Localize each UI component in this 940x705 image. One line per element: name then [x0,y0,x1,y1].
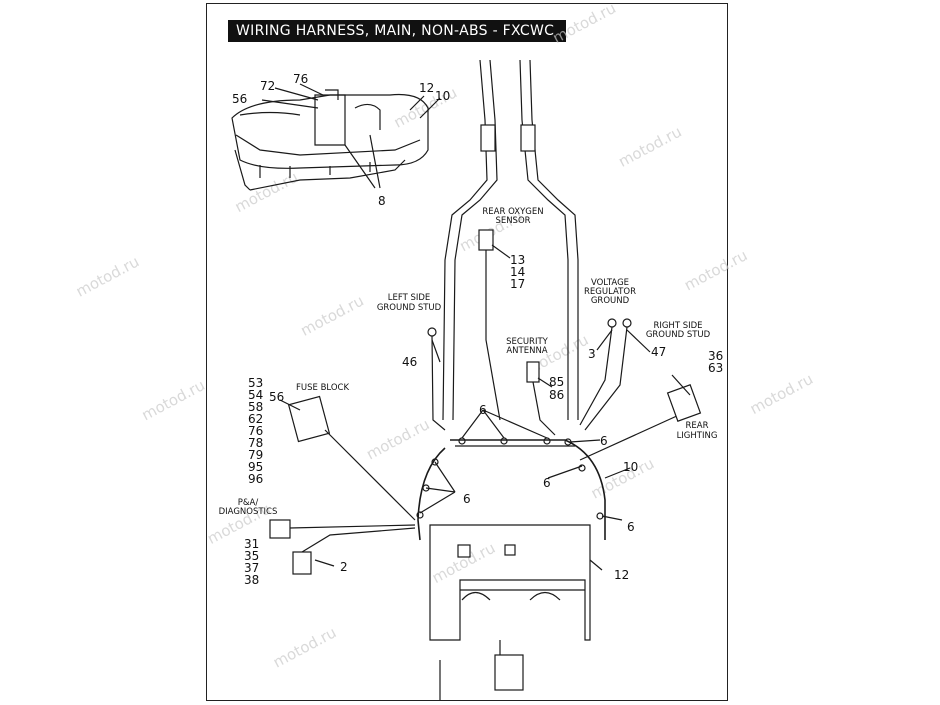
label-voltage-regulator-3: GROUND [591,296,630,306]
label-rear-lighting-1: REAR [686,421,709,431]
callout-38: 38 [244,573,259,587]
callout-6c: 6 [463,492,471,506]
label-security-antenna-2: ANTENNA [506,346,547,356]
label-rear-oxygen-sensor-1: REAR OXYGEN [482,207,543,217]
watermark: motod.ru [747,370,816,418]
callout-56b: 56 [269,390,284,404]
callout-46: 46 [402,355,417,369]
label-right-ground-1: RIGHT SIDE [653,321,702,331]
callout-54: 54 [248,388,263,402]
callout-6e: 6 [627,520,635,534]
callout-8: 8 [378,194,386,208]
callout-6d: 6 [543,476,551,490]
callouts: 72 76 56 12 10 8 13 14 17 46 3 47 85 86 … [232,72,723,587]
callout-10b: 10 [623,460,638,474]
callout-31: 31 [244,537,259,551]
callout-58: 58 [248,400,263,414]
diagram-title: WIRING HARNESS, MAIN, NON-ABS - FXCWC [228,20,566,42]
label-left-ground-1: LEFT SIDE [388,293,431,303]
watermark: motod.ru [73,252,142,300]
callout-13: 13 [510,253,525,267]
watermark: motod.ru [270,623,339,671]
label-voltage-regulator-1: VOLTAGE [591,278,629,288]
callout-12b: 12 [614,568,629,582]
label-pa-diagnostics-1: P&A/ [238,498,259,508]
callout-17: 17 [510,277,525,291]
callout-86: 86 [549,388,564,402]
label-pa-diagnostics-2: DIAGNOSTICS [219,507,278,517]
watermark: motod.ru [550,0,619,47]
watermark: motod.ru [139,376,208,424]
callout-2: 2 [340,560,348,574]
callout-37: 37 [244,561,259,575]
callout-79: 79 [248,448,263,462]
callout-36: 36 [708,349,723,363]
labels: REAR OXYGEN SENSOR VOLTAGE REGULATOR GRO… [219,207,718,517]
watermark: motod.ru [615,123,684,171]
callout-12: 12 [419,81,434,95]
callout-53: 53 [248,376,263,390]
callout-6a: 6 [479,403,487,417]
callout-63: 63 [708,361,723,375]
callout-76: 76 [293,72,308,86]
callout-85: 85 [549,375,564,389]
watermark: motod.ru [681,246,750,294]
callout-72: 72 [260,79,275,93]
callout-78: 78 [248,436,263,450]
callout-76b: 76 [248,424,263,438]
callout-95: 95 [248,460,263,474]
callout-62: 62 [248,412,263,426]
inset-drawing [231,89,429,191]
callout-6b: 6 [600,434,608,448]
label-left-ground-2: GROUND STUD [377,303,442,313]
callout-3: 3 [588,347,596,361]
watermark: motod.ru [298,292,367,340]
label-rear-oxygen-sensor-2: SENSOR [495,216,530,226]
callout-35: 35 [244,549,259,563]
diagram-frame [206,3,728,701]
callout-47: 47 [651,345,666,359]
label-fuse-block: FUSE BLOCK [296,383,349,393]
callout-14: 14 [510,265,525,279]
label-rear-lighting-2: LIGHTING [677,431,718,441]
label-security-antenna-1: SECURITY [506,337,549,347]
callout-96: 96 [248,472,263,486]
callout-10: 10 [435,89,450,103]
label-voltage-regulator-2: REGULATOR [584,287,636,297]
harness-drawing [231,59,702,700]
watermark: motod.ru [363,415,432,463]
callout-56: 56 [232,92,247,106]
label-right-ground-2: GROUND STUD [646,330,711,340]
